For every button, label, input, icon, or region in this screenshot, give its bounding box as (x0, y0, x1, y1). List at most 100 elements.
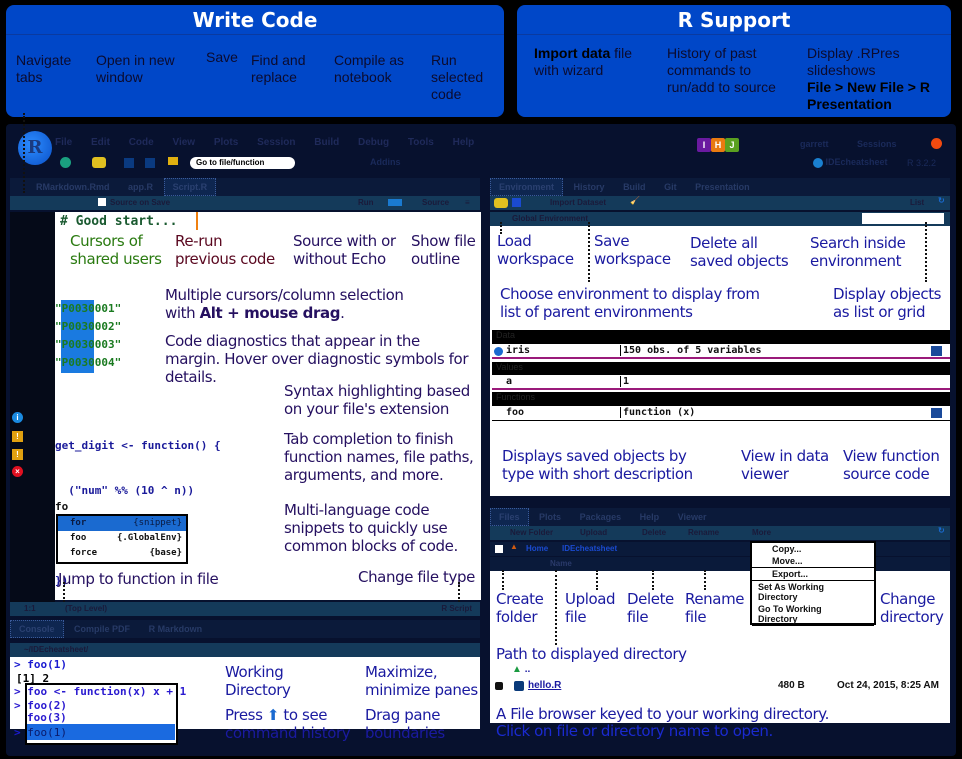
ann-save-workspace: Save workspace (594, 232, 671, 268)
tab-help[interactable]: Help (639, 512, 660, 522)
project-menu[interactable]: IDEcheatsheet (813, 157, 888, 168)
env-row-iris[interactable]: iris 150 obs. of 5 variables (492, 343, 950, 359)
load-workspace-icon[interactable] (494, 198, 508, 208)
sessions-menu[interactable]: Sessions (857, 139, 897, 149)
go-to-file-input[interactable]: Go to file/function (190, 157, 295, 169)
warning-diagnostic-icon[interactable]: ! (12, 449, 23, 460)
menu-plots[interactable]: Plots (213, 137, 239, 148)
refresh-icon[interactable]: ↻ (938, 526, 945, 535)
warning-diagnostic-icon[interactable]: ! (12, 431, 23, 442)
open-project-icon[interactable] (92, 157, 106, 168)
select-all-checkbox[interactable] (495, 545, 503, 553)
autocomplete-item[interactable]: for {snippet} (58, 516, 186, 531)
menu-debug[interactable]: Debug (358, 137, 390, 148)
working-dir-path[interactable]: ~/IDEcheatsheet/ (24, 645, 89, 654)
save-icon[interactable] (124, 158, 134, 168)
path-idecheatsheet[interactable]: IDEcheatsheet (562, 544, 618, 553)
tab-viewer[interactable]: Viewer (677, 512, 707, 522)
tab-compile-pdf[interactable]: Compile PDF (74, 624, 131, 634)
menu-session[interactable]: Session (257, 137, 296, 148)
menu-item-export[interactable]: Export... (752, 568, 874, 581)
autocomplete-item[interactable]: force {base} (58, 546, 186, 561)
file-name[interactable]: hello.R (528, 680, 562, 691)
menu-help[interactable]: Help (452, 137, 475, 148)
tab-presentation[interactable]: Presentation (695, 182, 750, 192)
menu-build[interactable]: Build (314, 137, 340, 148)
menu-code[interactable]: Code (128, 137, 154, 148)
source-on-save-label: Source on Save (110, 198, 171, 207)
save-workspace-icon[interactable] (512, 198, 521, 207)
more-menu-button[interactable]: More (752, 528, 772, 537)
item-detail: {.GlobalEnv} (116, 533, 182, 543)
scope-selector[interactable]: (Top Level) (65, 604, 108, 613)
menu-item-copy[interactable]: Copy... (772, 544, 802, 554)
r-version-menu[interactable]: R 3.2.2 (907, 158, 937, 168)
scope-dropdown[interactable]: Global Environment (512, 214, 589, 223)
upload-button[interactable]: Upload (580, 528, 608, 537)
function-source-icon[interactable] (931, 408, 942, 418)
tab-plots[interactable]: Plots (539, 512, 562, 522)
env-row-a[interactable]: a 1 (492, 374, 950, 390)
autocomplete-item[interactable]: foo {.GlobalEnv} (58, 531, 186, 546)
file-row-hello-r[interactable]: hello.R 480 B Oct 24, 2015, 8:25 AM (492, 680, 950, 694)
tab-r-markdown[interactable]: R Markdown (148, 624, 203, 634)
tab-rmarkdown[interactable]: RMarkdown.Rmd (36, 182, 110, 192)
clear-workspace-icon[interactable]: 🧹 (630, 196, 640, 205)
outline-icon[interactable]: ≡ (465, 198, 470, 207)
addins-menu[interactable]: Addins (370, 157, 401, 167)
save-all-icon[interactable] (145, 158, 155, 168)
new-file-icon[interactable] (60, 157, 71, 168)
file-type-selector[interactable]: R Script (441, 604, 472, 613)
history-selected-item[interactable] (27, 724, 175, 740)
tab-script-r[interactable]: Script.R (163, 178, 217, 196)
ann-search-env: Search inside environment (810, 234, 906, 270)
rerun-button[interactable] (388, 199, 402, 206)
file-row-parent[interactable]: ▲ .. (512, 664, 530, 675)
tab-files[interactable]: Files (490, 508, 529, 526)
menu-file[interactable]: File (55, 137, 73, 148)
menu-edit[interactable]: Edit (91, 137, 110, 148)
import-dataset-button[interactable]: Import Dataset (550, 198, 607, 207)
info-diagnostic-icon[interactable]: i (12, 412, 23, 423)
file-checkbox[interactable] (495, 682, 503, 690)
menu-item-set-wd[interactable]: Set As Working Directory (758, 582, 825, 602)
delete-button[interactable]: Delete (642, 528, 667, 537)
menu-tools[interactable]: Tools (407, 137, 434, 148)
expand-icon[interactable] (494, 347, 503, 356)
tab-app-r[interactable]: app.R (128, 182, 154, 192)
up-arrow-icon: ⬆ (266, 706, 280, 724)
ann-snippets: Multi-language code snippets to quickly … (284, 501, 458, 555)
ann-delete-file: Delete file (627, 590, 674, 626)
quit-session-icon[interactable] (931, 138, 942, 149)
menu-view[interactable]: View (172, 137, 196, 148)
tab-history[interactable]: History (573, 182, 605, 192)
env-toolbar: Import Dataset 🧹 List ↻ (490, 196, 950, 210)
code-line: "P0030004" (55, 356, 122, 369)
env-row-foo[interactable]: foo function (x) (492, 405, 950, 421)
tab-console[interactable]: Console (10, 620, 64, 638)
file-name[interactable]: .. (524, 664, 531, 675)
menu-item-goto-wd[interactable]: Go To Working Directory (752, 603, 874, 626)
source-on-save-checkbox[interactable] (98, 198, 106, 206)
path-home[interactable]: Home (526, 544, 549, 553)
print-icon[interactable] (168, 157, 178, 165)
tab-packages[interactable]: Packages (579, 512, 622, 522)
new-folder-button[interactable]: New Folder (510, 528, 554, 537)
refresh-icon[interactable]: ↻ (938, 196, 945, 205)
menu-item-move[interactable]: Move... (752, 555, 874, 568)
source-button[interactable]: Source (422, 198, 450, 207)
note-compile-notebook: Compile as notebook (334, 52, 405, 85)
name-column-header[interactable]: Name (550, 559, 572, 568)
tab-git[interactable]: Git (664, 182, 677, 192)
run-button[interactable]: Run (358, 198, 374, 207)
rename-button[interactable]: Rename (688, 528, 720, 537)
home-icon[interactable]: ▲ (510, 542, 518, 551)
autocomplete-popup[interactable]: for {snippet} foo {.GlobalEnv} force {ba… (56, 514, 188, 564)
leader-line (555, 570, 557, 645)
tab-build[interactable]: Build (623, 182, 646, 192)
env-search-input[interactable] (862, 213, 944, 224)
data-viewer-icon[interactable] (931, 346, 942, 356)
error-diagnostic-icon[interactable]: × (12, 466, 23, 477)
view-mode-toggle[interactable]: List (910, 198, 925, 207)
tab-environment[interactable]: Environment (490, 178, 564, 196)
